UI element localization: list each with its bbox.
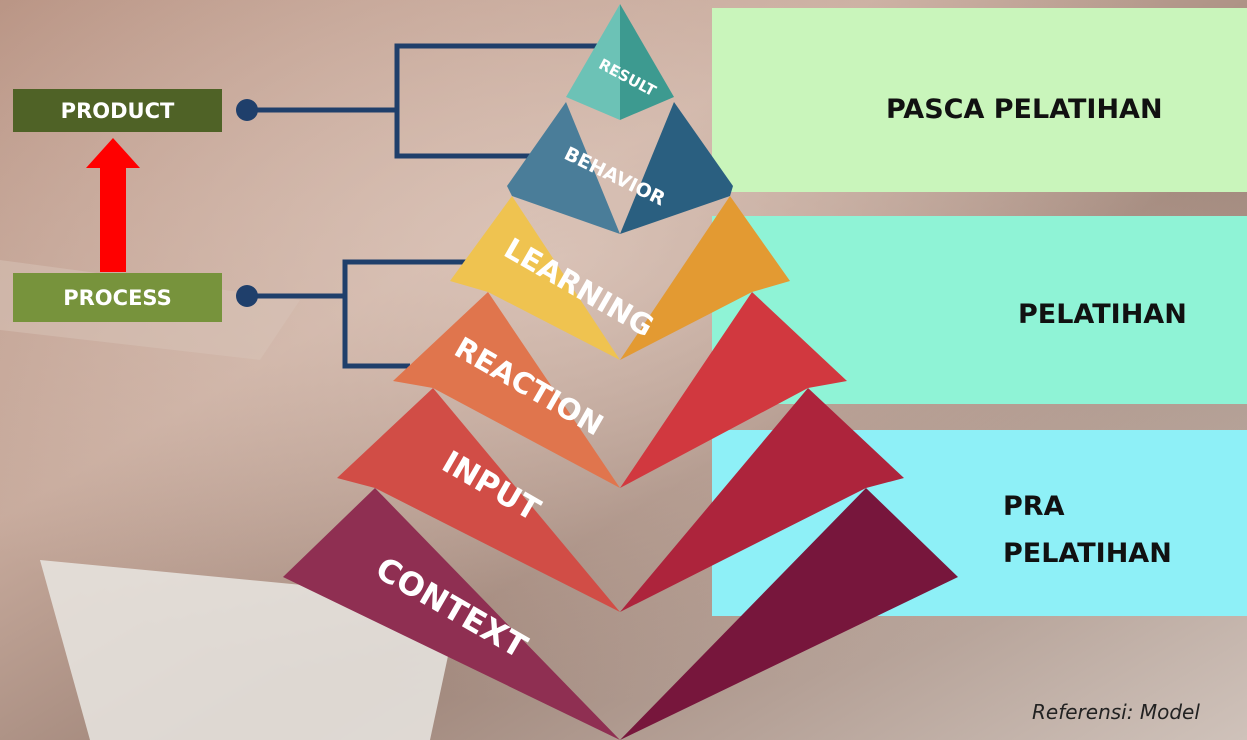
product-tag: PRODUCT xyxy=(13,89,222,132)
process-tag: PROCESS xyxy=(13,273,222,322)
stage-label-post: PASCA PELATIHAN xyxy=(886,94,1163,125)
up-arrow-icon xyxy=(86,138,140,272)
pyramid-level-input xyxy=(337,388,904,612)
reference-note: Referensi: Model xyxy=(1032,700,1200,724)
stage-label-during: PELATIHAN xyxy=(1018,299,1187,330)
connector-dot-product xyxy=(236,99,258,121)
connector-dot-process xyxy=(236,285,258,307)
connector-product xyxy=(247,43,600,159)
pyramid-level-behavior xyxy=(507,102,733,234)
pyramid-level-reaction xyxy=(393,292,847,488)
stage-label-pre-line1: PRA xyxy=(1003,491,1065,522)
stage-label-pre-line2: PELATIHAN xyxy=(1003,538,1172,569)
pyramid-level-result xyxy=(566,4,674,120)
pyramid-level-learning xyxy=(450,196,790,360)
band-post-training xyxy=(712,8,1247,192)
connector-process xyxy=(247,259,470,369)
pyramid-level-context xyxy=(283,488,958,740)
